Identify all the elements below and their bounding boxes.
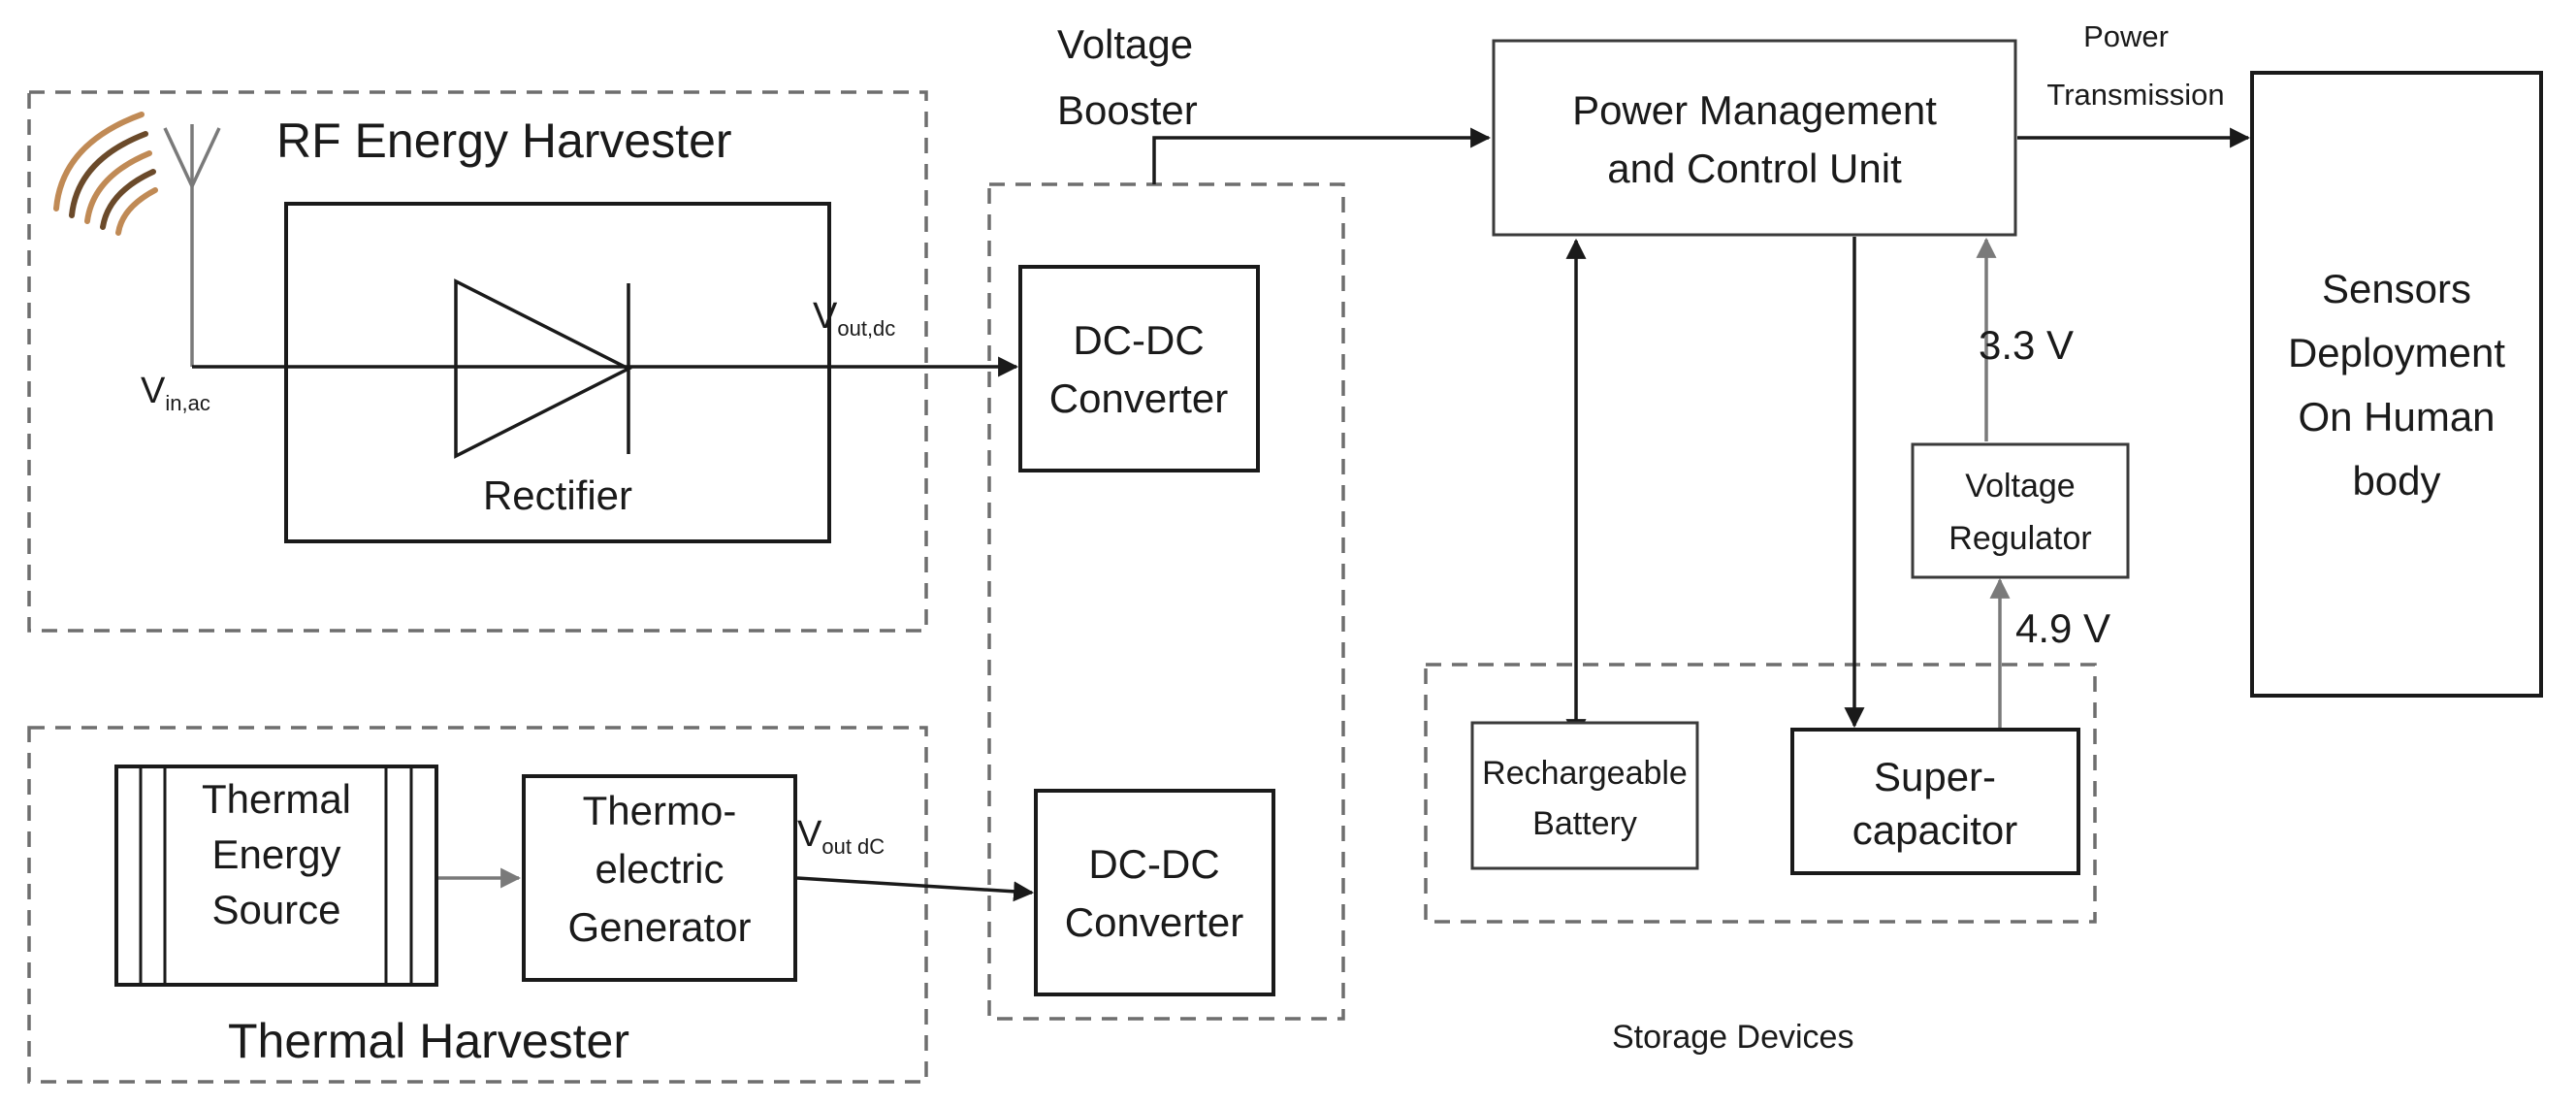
voltage-regulator-box bbox=[1911, 442, 2130, 579]
storage-devices-group bbox=[1424, 663, 2097, 924]
thermal-energy-source-box bbox=[114, 765, 438, 987]
teg-line3: Generator bbox=[567, 904, 751, 950]
supercap-line1: Super- bbox=[1874, 754, 1996, 799]
thermal-source-stripes bbox=[139, 766, 413, 985]
thermal-harvester-group bbox=[27, 726, 928, 1084]
rf-wave-icon bbox=[53, 112, 158, 236]
pmcu-box bbox=[1492, 39, 2017, 237]
rf-harvester-group bbox=[27, 90, 928, 633]
dcdc-top-line1: DC-DC bbox=[1073, 317, 1204, 363]
sensors-line1: Sensors bbox=[2322, 266, 2471, 311]
pmcu-line2: and Control Unit bbox=[1607, 146, 1902, 191]
rf-harvester-title: RF Energy Harvester bbox=[276, 114, 732, 168]
regulator-line2: Regulator bbox=[1948, 520, 2091, 557]
battery-line2: Battery bbox=[1532, 805, 1637, 842]
sensors-deployment-box bbox=[2250, 71, 2543, 698]
vout-dc-label: Vout,dc bbox=[813, 296, 895, 341]
teg-line1: Thermo- bbox=[583, 788, 737, 833]
diode-symbol bbox=[454, 278, 632, 459]
antenna-icon bbox=[163, 124, 221, 367]
dcdc-bottom-line1: DC-DC bbox=[1088, 841, 1219, 887]
power-tx-line1: Power bbox=[2083, 19, 2169, 53]
vin-label: Vin,ac bbox=[141, 371, 210, 415]
voltage-booster-title-line1: Voltage bbox=[1057, 21, 1193, 67]
dcdc-converter-top bbox=[1018, 265, 1260, 472]
dcdc-converter-bottom bbox=[1034, 789, 1275, 996]
sensors-line3: On Human bbox=[2298, 394, 2495, 440]
teg-box bbox=[522, 774, 797, 982]
booster-to-pmcu-wire bbox=[1152, 127, 1492, 184]
voltage-booster-group bbox=[987, 182, 1345, 1021]
battery-box bbox=[1470, 721, 1699, 870]
thermal-harvester-title: Thermal Harvester bbox=[228, 1014, 629, 1068]
battery-line1: Rechargeable bbox=[1482, 755, 1688, 792]
thermal-source-line3: Source bbox=[211, 887, 340, 932]
sensors-line4: body bbox=[2352, 458, 2440, 504]
rectifier-box bbox=[284, 202, 831, 543]
supercap-line2: capacitor bbox=[1852, 807, 2017, 853]
vout-tdc-label: Vout dC bbox=[797, 814, 885, 859]
v33-label: 3.3 V bbox=[1979, 322, 2074, 368]
pmcu-line1: Power Management bbox=[1572, 87, 1937, 133]
sensors-line2: Deployment bbox=[2288, 330, 2505, 375]
teg-to-dcdc-wire bbox=[796, 876, 1035, 902]
power-tx-line2: Transmission bbox=[2046, 78, 2224, 112]
supercap-box bbox=[1790, 728, 2080, 875]
dcdc-top-line2: Converter bbox=[1049, 375, 1228, 421]
rectifier-label: Rectifier bbox=[483, 472, 632, 518]
storage-devices-title: Storage Devices bbox=[1612, 1019, 1853, 1056]
dcdc-bottom-line2: Converter bbox=[1065, 899, 1243, 945]
thermal-source-line2: Energy bbox=[211, 831, 340, 877]
thermal-source-line1: Thermal bbox=[202, 776, 351, 822]
v49-label: 4.9 V bbox=[2015, 605, 2110, 651]
voltage-booster-title-line2: Booster bbox=[1057, 87, 1198, 133]
teg-line2: electric bbox=[595, 846, 724, 892]
regulator-line1: Voltage bbox=[1965, 468, 2075, 505]
